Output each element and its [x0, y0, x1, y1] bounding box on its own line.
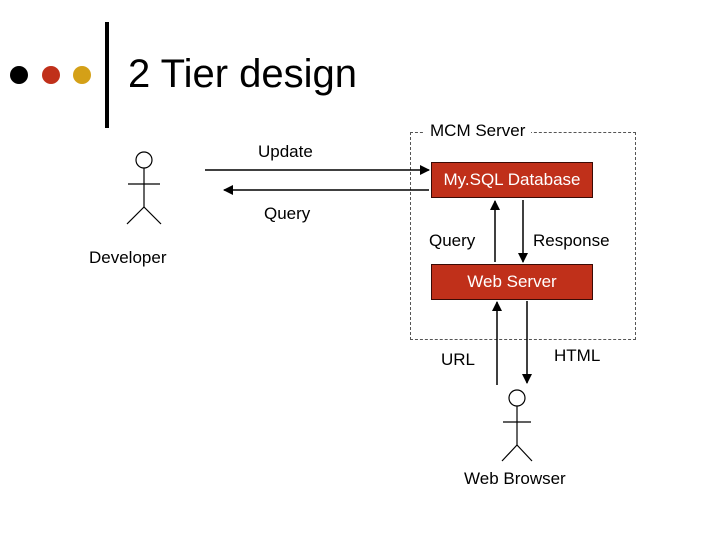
response-label: Response — [533, 231, 610, 250]
url-label: URL — [441, 350, 476, 369]
web-server-box: Web Server — [431, 264, 593, 300]
update-label: Update — [258, 142, 313, 161]
web-server-label: Web Server — [467, 272, 557, 291]
database-label: My.SQL Database — [443, 170, 581, 189]
bullet-dot-black — [10, 66, 28, 84]
query-db-label: Query — [429, 231, 476, 250]
query-dev-label: Query — [264, 204, 311, 223]
server-group-label: MCM Server — [424, 121, 532, 141]
title-divider — [105, 22, 109, 128]
developer-figure — [126, 151, 162, 225]
web-browser-label: Web Browser — [464, 469, 566, 488]
bullet-dot-yellow — [73, 66, 91, 84]
database-box: My.SQL Database — [431, 162, 593, 198]
bullet-dot-red — [42, 66, 60, 84]
html-label: HTML — [554, 346, 601, 365]
web-browser-figure — [501, 389, 533, 462]
developer-label: Developer — [89, 248, 167, 267]
slide-title: 2 Tier design — [128, 52, 358, 96]
